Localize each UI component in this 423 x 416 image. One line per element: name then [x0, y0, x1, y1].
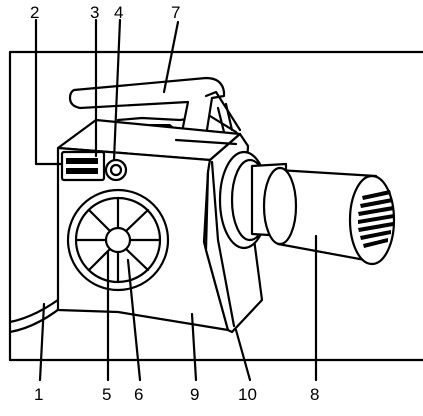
label-8: 8 [310, 385, 319, 404]
leader-lines [34, 18, 318, 382]
label-7: 7 [171, 3, 180, 22]
label-5: 5 [102, 385, 111, 404]
labels-bottom: 1 5 6 9 10 8 [34, 385, 319, 404]
label-10: 10 [238, 385, 257, 404]
label-2: 2 [30, 3, 39, 22]
label-9: 9 [190, 385, 199, 404]
frame [8, 50, 423, 362]
label-6: 6 [134, 385, 143, 404]
labels-top: 2 3 4 7 [30, 3, 180, 22]
label-4: 4 [114, 3, 123, 22]
label-1: 1 [34, 385, 43, 404]
control-panel [60, 150, 128, 182]
air-intake-grille [66, 188, 170, 292]
nozzle-assembly [218, 150, 396, 266]
label-3: 3 [90, 3, 99, 22]
